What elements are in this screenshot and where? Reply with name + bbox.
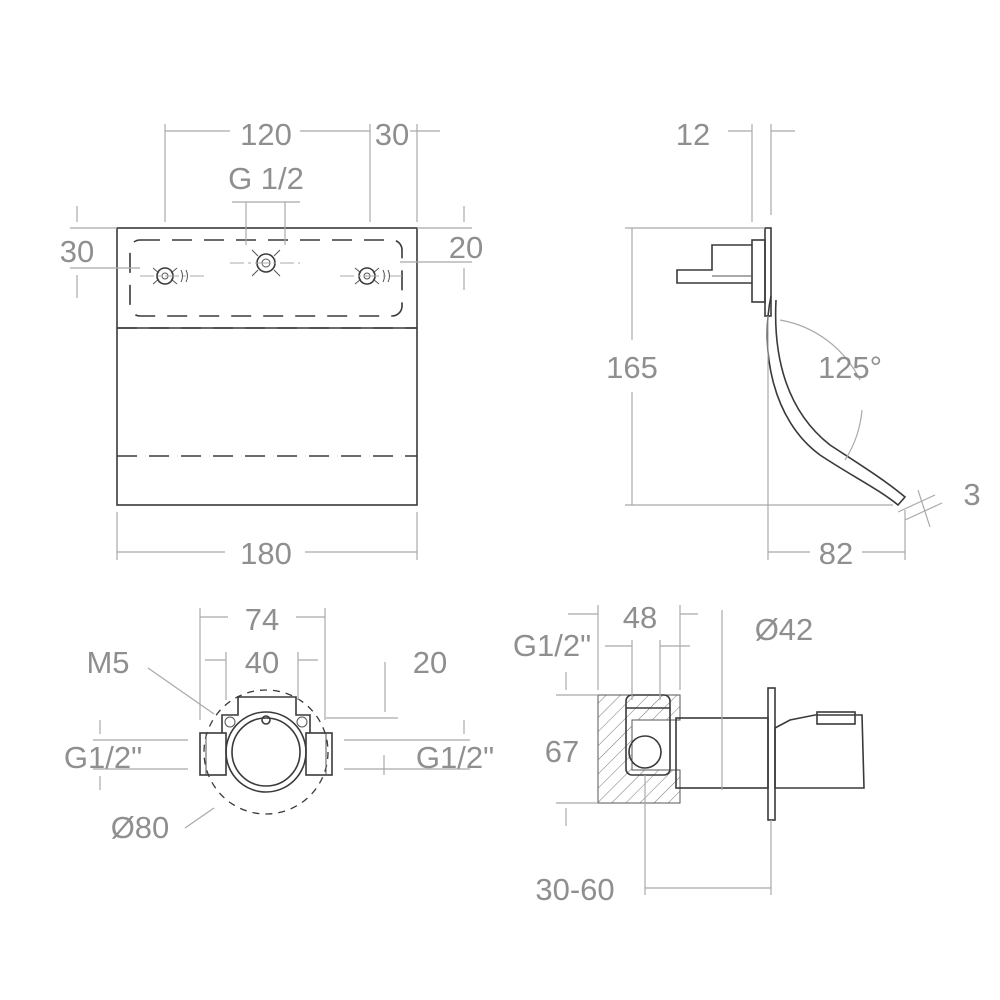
dim-left-thread: G1/2": [64, 740, 142, 775]
dim-section-width: 48: [623, 600, 657, 635]
dim-inner-width: 40: [245, 645, 279, 680]
section-wall-plate: [767, 687, 776, 821]
dim-wall-range: 30-60: [535, 872, 614, 907]
dim-edge-offset: 30: [375, 117, 409, 152]
dim-overall-width: 180: [240, 536, 292, 571]
dim-plate-depth: 12: [676, 117, 710, 152]
section-view: 48 G1/2" Ø42 67 30-60: [513, 600, 865, 907]
dim-spout-angle: 125°: [818, 350, 882, 385]
body-outer-circle: [203, 689, 329, 815]
dim-right-thread: G1/2": [416, 740, 494, 775]
dim-side-height: 165: [606, 350, 658, 385]
dim-section-thread: G1/2": [513, 628, 591, 663]
dim-left-height: 30: [60, 234, 94, 269]
dim-top-offset: 20: [413, 645, 447, 680]
body-left-inlet: [199, 732, 227, 776]
dim-handle-spacing: 120: [240, 117, 292, 152]
front-view: 120 30 G 1/2 30 20 180: [60, 117, 483, 571]
front-mounting-outline: [129, 239, 403, 317]
dim-front-thread: G 1/2: [228, 161, 304, 196]
body-main-circle: [225, 711, 307, 793]
dim-outer-width: 74: [245, 602, 279, 637]
dim-screw: M5: [86, 645, 129, 680]
dim-spout-thickness: 3: [963, 477, 980, 512]
dim-projection: 82: [819, 536, 853, 571]
dim-body-diameter: Ø80: [111, 810, 170, 845]
front-plate-outline: [116, 227, 418, 506]
dim-section-diameter: Ø42: [755, 612, 814, 647]
section-handle: [774, 714, 865, 789]
section-wall-hatch: [597, 694, 681, 804]
side-spout: [766, 295, 907, 507]
side-view: 12 165 125° 3 82: [606, 117, 980, 571]
dim-right-height: 20: [449, 230, 483, 265]
side-handle: [676, 244, 752, 284]
body-view: 74 40 M5 20 G1/2" G1/2" Ø80: [64, 602, 494, 845]
dim-section-height: 67: [545, 734, 579, 769]
